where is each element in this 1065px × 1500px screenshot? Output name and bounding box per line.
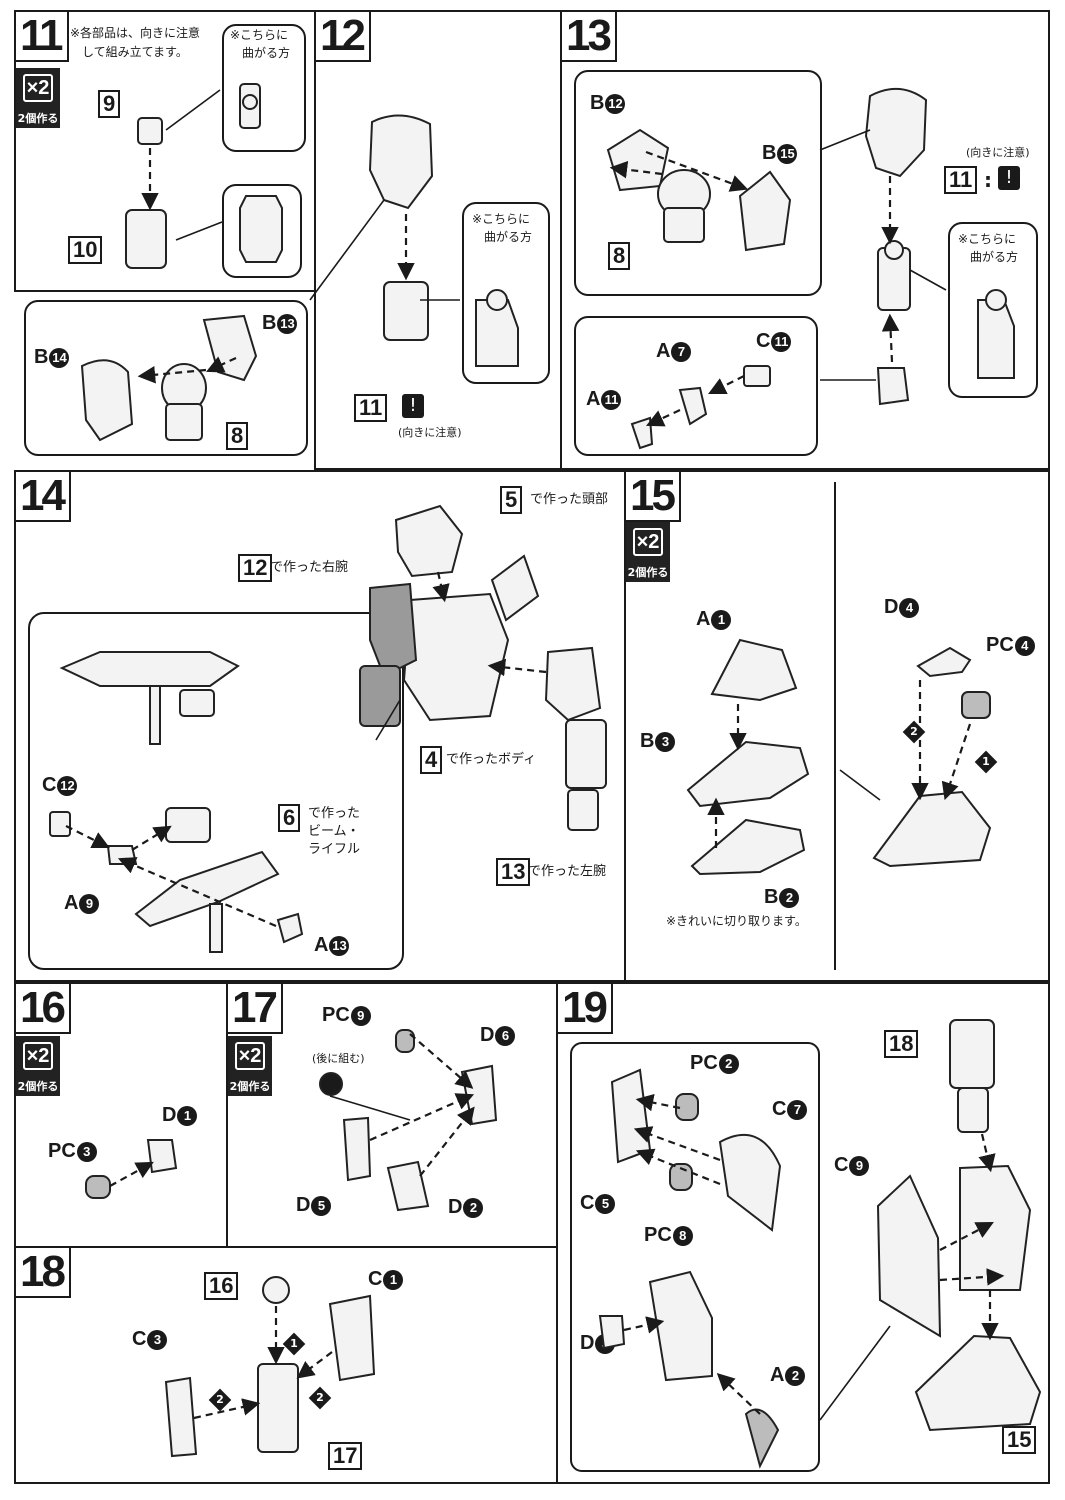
part-ref-11: 11 xyxy=(354,394,388,422)
cut-note: ※きれいに切り取ります。 xyxy=(666,914,807,928)
multiplier-caption: 2個作る xyxy=(16,110,60,128)
colon-separator: : xyxy=(984,168,992,192)
part-number-10: 10 xyxy=(68,236,103,264)
step-number: 12 xyxy=(316,12,371,62)
bend-direction-callout xyxy=(222,24,306,152)
bend-note: ※こちらに xyxy=(472,212,531,226)
ref-step-13: 13 xyxy=(496,858,531,886)
step-number: 17 xyxy=(228,984,283,1034)
ref-step-17: 17 xyxy=(328,1442,363,1470)
part-ref-11: 11 xyxy=(944,166,978,194)
ref-step-4: 4 xyxy=(420,746,443,774)
body-ref-text: で作ったボディ xyxy=(446,752,537,767)
step-number: 19 xyxy=(558,984,613,1034)
shoulder-armor-shape xyxy=(368,114,434,210)
step-number: 11 xyxy=(16,12,69,62)
foot-assembly-callout xyxy=(834,482,1046,970)
body-shape xyxy=(402,592,510,722)
assembly-note-line2: して組み立てます。 xyxy=(82,45,188,59)
multiplier-badge: ×2 xyxy=(16,1036,60,1078)
part-number-9: 9 xyxy=(98,90,121,118)
bend-note-line2: 曲がる方 xyxy=(242,46,291,60)
right-arm-ref-text: で作った右腕 xyxy=(270,560,349,575)
later-assembly-note: (後に組む) xyxy=(312,1052,365,1065)
step-number: 18 xyxy=(16,1248,71,1298)
multiplier-caption: 2個作る xyxy=(16,1078,60,1096)
head-shape xyxy=(394,504,464,578)
part-number-8: 8 xyxy=(608,242,631,270)
bend-note: ※こちらに xyxy=(230,28,289,42)
left-arm-ref-text: で作った左腕 xyxy=(528,864,607,879)
caution-icon: ! xyxy=(998,166,1020,190)
part-10-shape xyxy=(125,209,167,269)
bend-note-line2: 曲がる方 xyxy=(484,230,533,244)
step-number: 13 xyxy=(562,12,617,62)
part-9-shape xyxy=(137,117,163,145)
ref-step-15: 15 xyxy=(1002,1426,1037,1454)
rifle-ref-text-3: ライフル xyxy=(308,842,361,857)
bend-note-line2: 曲がる方 xyxy=(970,250,1019,264)
caution-text: (向きに注意) xyxy=(966,146,1030,159)
multiplier-badge: ×2 xyxy=(228,1036,272,1078)
step-number: 15 xyxy=(626,472,681,522)
multiplier-badge: ×2 xyxy=(16,68,60,110)
step-number: 16 xyxy=(16,984,71,1034)
assembly-note: ※各部品は、向きに注意 xyxy=(70,26,201,40)
ref-step-6: 6 xyxy=(278,804,301,832)
step-14-panel: 14 5 で作った頭部 12 で作った右腕 4 で作ったボディ 13 で作った左… xyxy=(14,470,626,982)
part-number-8: 8 xyxy=(226,422,249,450)
head-ref-text: で作った頭部 xyxy=(530,492,609,507)
multiplier-badge: ×2 xyxy=(626,522,670,564)
rifle-ref-text: で作った xyxy=(308,806,361,821)
ref-step-18: 18 xyxy=(884,1030,919,1058)
multiplier-caption: 2個作る xyxy=(626,564,670,582)
bend-note: ※こちらに xyxy=(958,232,1017,246)
ref-step-16: 16 xyxy=(204,1272,239,1300)
multiplier-caption: 2個作る xyxy=(228,1078,272,1096)
step-number: 14 xyxy=(16,472,71,522)
caution-text: (向きに注意) xyxy=(398,426,462,439)
rifle-ref-text-2: ビーム・ xyxy=(308,824,360,839)
caution-icon: ! xyxy=(402,394,424,418)
ref-step-12: 12 xyxy=(238,554,273,582)
ref-step-5: 5 xyxy=(500,486,523,514)
